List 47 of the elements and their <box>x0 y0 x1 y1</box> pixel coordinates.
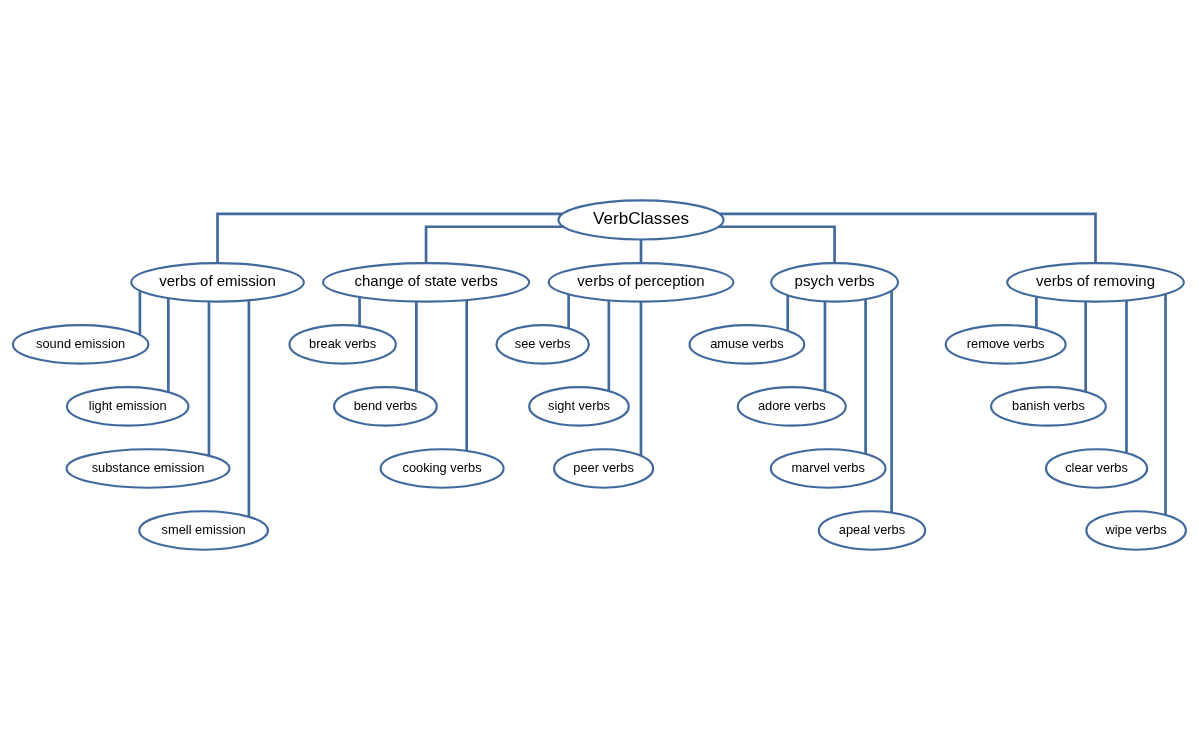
node-ellipse: clear verbs <box>1044 448 1149 489</box>
node-ellipse: smell emission <box>138 510 270 551</box>
node-ellipse: remove verbs <box>944 324 1067 365</box>
node-ellipse: light emission <box>65 386 190 427</box>
connector <box>247 300 251 517</box>
node-ellipse: see verbs <box>495 324 590 365</box>
connector <box>415 301 418 391</box>
node-ellipse: change of state verbs <box>321 262 531 303</box>
node-ellipse: sound emission <box>11 324 150 365</box>
connector <box>216 212 563 263</box>
connector <box>567 294 570 329</box>
connector <box>465 300 468 451</box>
node-ellipse: banish verbs <box>990 386 1107 427</box>
node-ellipse: wipe verbs <box>1085 510 1187 551</box>
node-ellipse: sight verbs <box>528 386 630 427</box>
connector <box>607 300 611 391</box>
connector <box>138 291 142 336</box>
connector <box>786 295 790 331</box>
node-ellipse: verbs of removing <box>1006 262 1185 303</box>
node-ellipse: peer verbs <box>552 448 655 489</box>
connector <box>1084 301 1087 392</box>
connector <box>207 301 211 456</box>
connector <box>864 299 867 454</box>
connector <box>639 239 643 263</box>
node-ellipse: bend verbs <box>333 386 438 427</box>
node-ellipse: apeal verbs <box>817 510 927 551</box>
connector <box>719 212 1097 263</box>
connector <box>823 301 827 391</box>
connector <box>890 290 893 513</box>
connector <box>358 297 361 326</box>
connector <box>1164 294 1167 515</box>
connector <box>424 225 564 263</box>
node-ellipse: adore verbs <box>736 386 847 427</box>
connector <box>718 225 836 263</box>
connector <box>1125 300 1128 453</box>
node-ellipse: marvel verbs <box>769 448 887 489</box>
node-ellipse: verbs of perception <box>547 262 735 303</box>
connector <box>167 298 170 393</box>
node-ellipse: amuse verbs <box>688 324 806 365</box>
node-ellipse: psych verbs <box>770 262 900 303</box>
node-ellipse: substance emission <box>65 448 231 489</box>
node-ellipse: VerbClasses <box>557 199 725 241</box>
node-ellipse: break verbs <box>288 324 397 365</box>
node-ellipse: cooking verbs <box>379 448 505 489</box>
connector <box>639 301 643 456</box>
node-ellipse: verbs of emission <box>130 262 305 303</box>
connector <box>1035 296 1038 328</box>
